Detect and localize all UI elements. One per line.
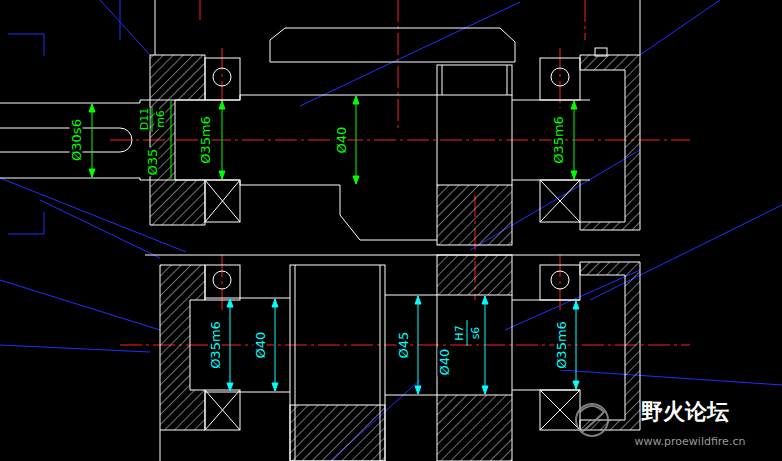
dimension-text: Ø35m6 [209, 320, 222, 370]
dimension-text: Ø40 [335, 126, 348, 155]
dimension-text: Ø35 [146, 148, 159, 177]
dimension-text: Ø35m6 [555, 320, 568, 370]
tolerance-text: m6 [155, 109, 166, 129]
tolerance-text: H7 [454, 324, 465, 341]
watermark-text: 野火论坛 [640, 401, 730, 423]
dimension-text: Ø35m6 [552, 115, 565, 165]
dimension-text: Ø45 [397, 331, 410, 360]
tolerance-text: s6 [470, 326, 481, 341]
dimension-text: Ø40 [254, 331, 267, 360]
tolerance-text: D11 [139, 107, 150, 131]
dimension-text: Ø40 [438, 348, 451, 377]
dimension-text: Ø35m6 [199, 115, 212, 165]
dimension-text: Ø30s6 [70, 118, 83, 162]
watermark-url: www.proewildfire.cn [634, 436, 747, 447]
